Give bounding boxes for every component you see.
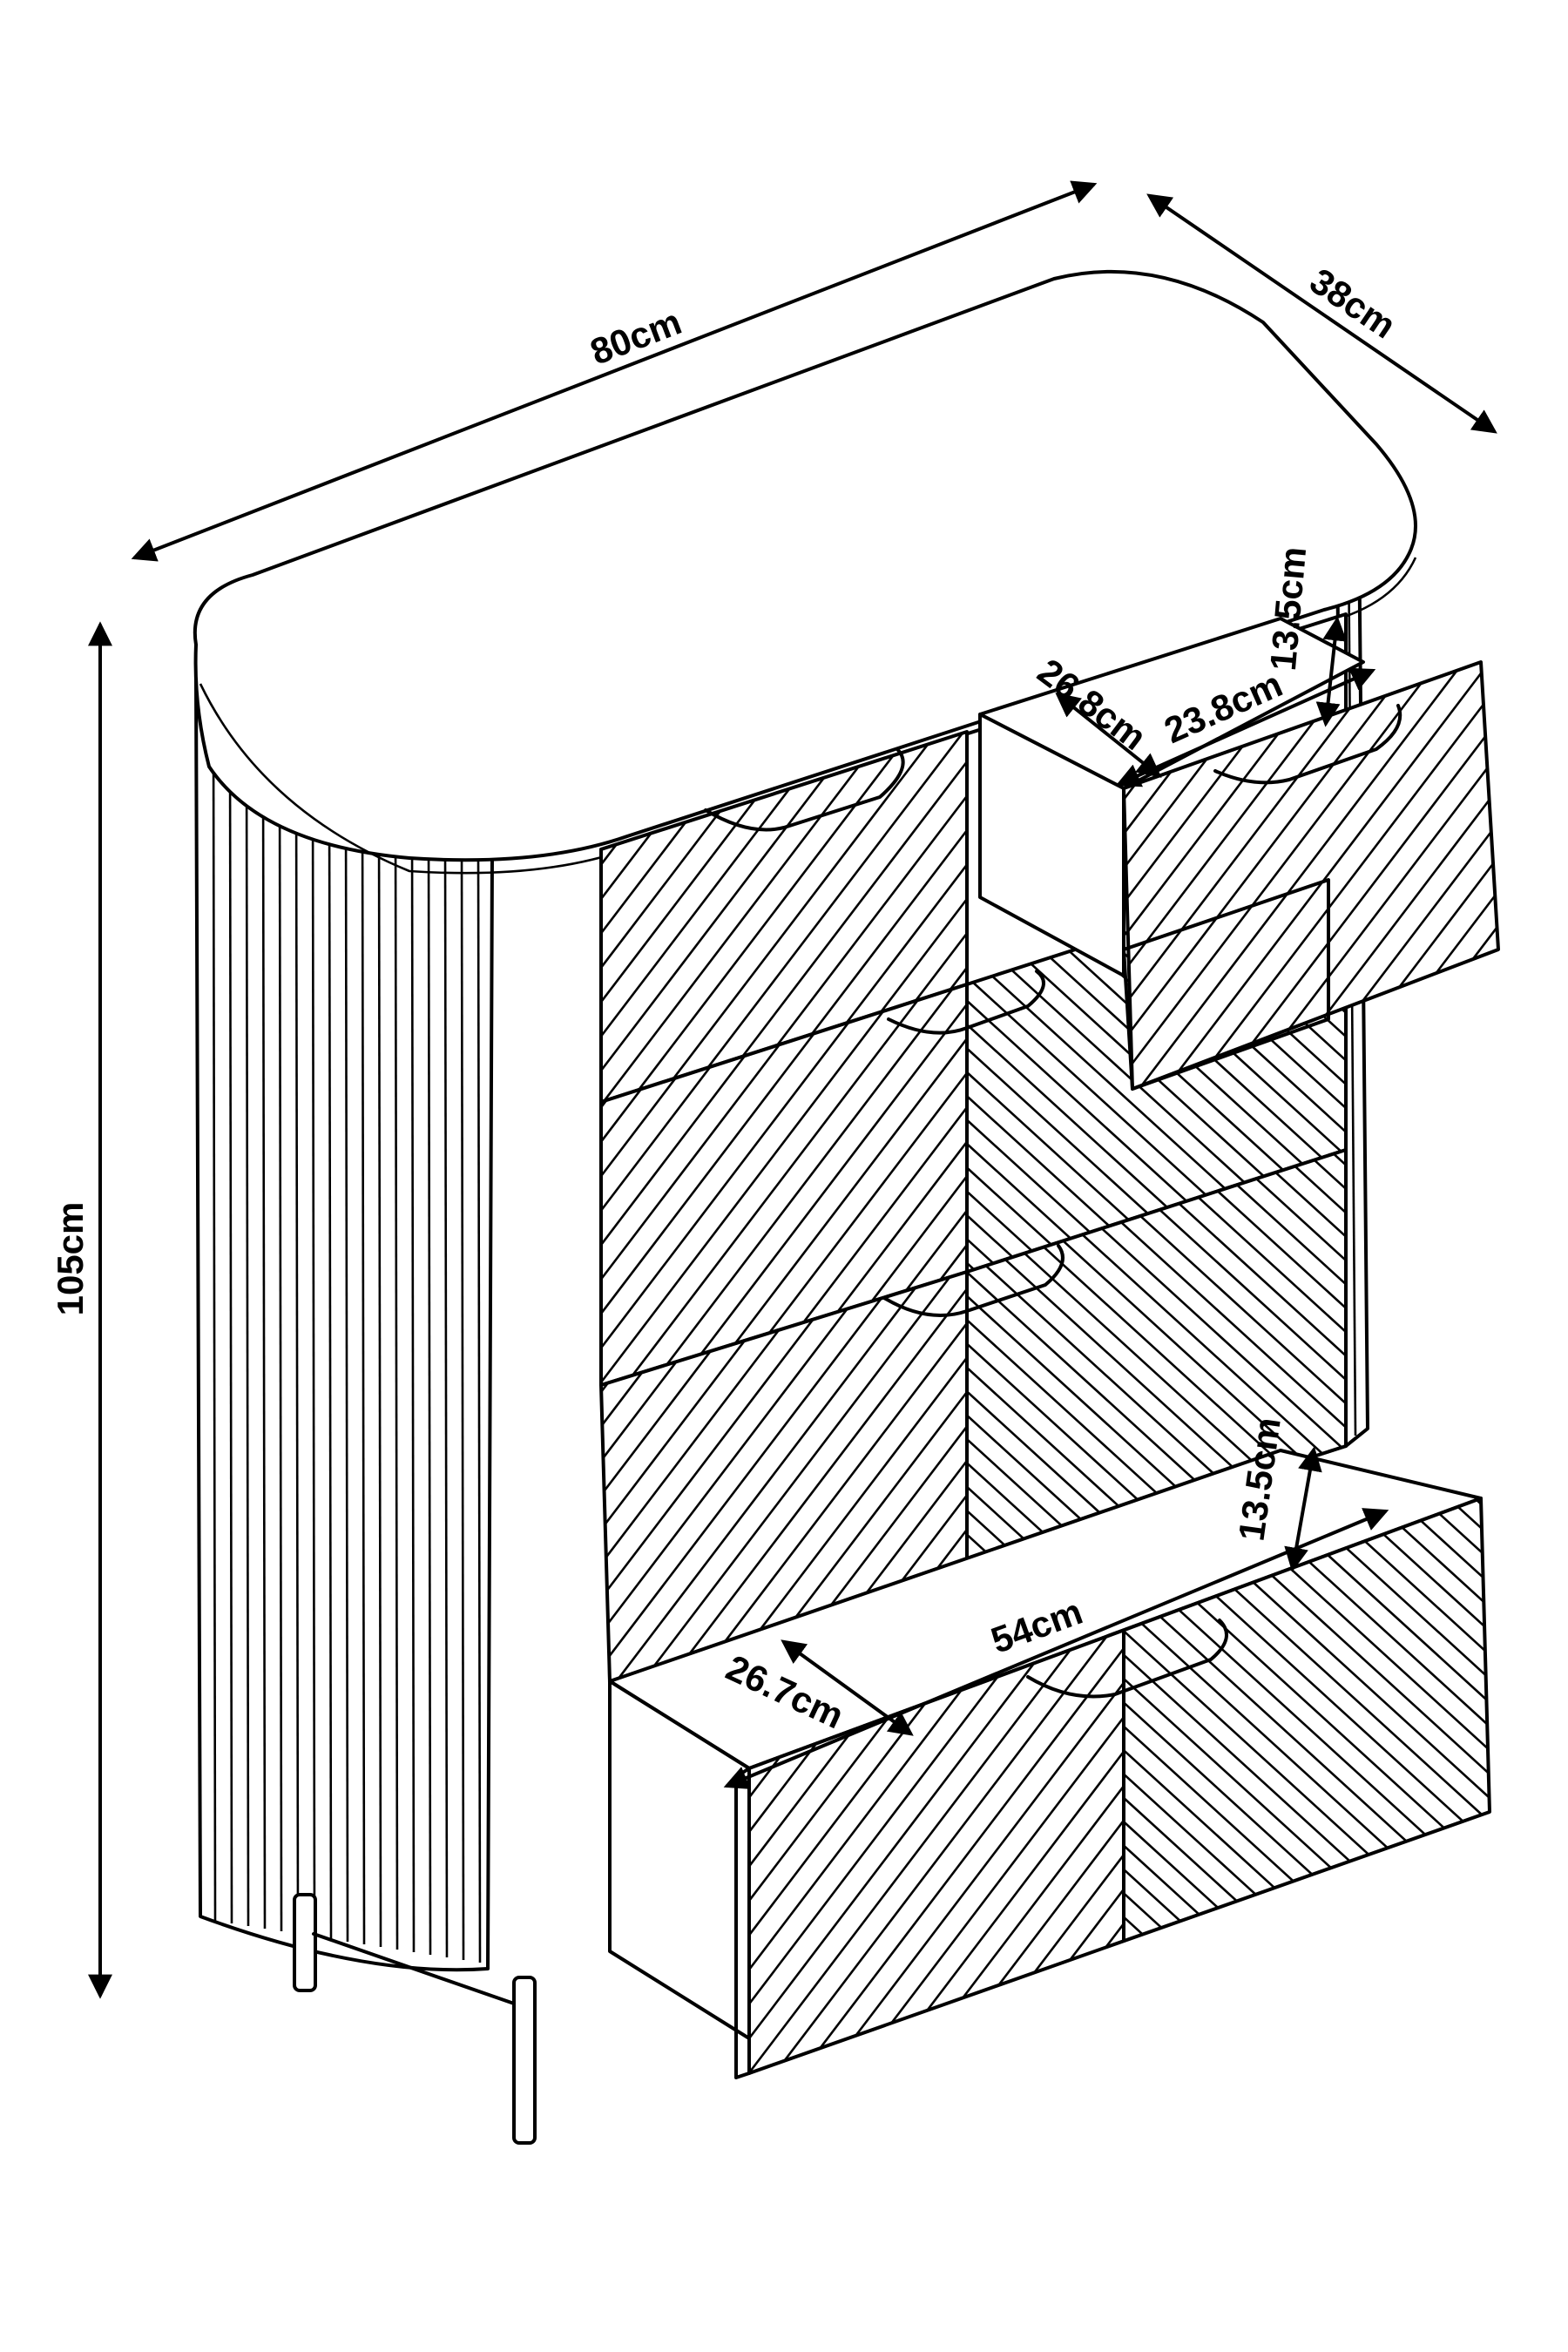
side-fluting xyxy=(212,722,482,1963)
flute-line xyxy=(394,808,399,1950)
flute-line xyxy=(228,730,233,1924)
flute-line xyxy=(245,738,250,1927)
flute-line xyxy=(361,793,366,1945)
flute-line xyxy=(328,777,333,1940)
leg-front-left xyxy=(293,1893,317,1992)
flute-line xyxy=(311,769,316,1937)
flute-line xyxy=(294,761,300,1935)
dimension-height-label: 105cm xyxy=(50,1202,91,1316)
flute-line xyxy=(427,824,432,1956)
flute-line xyxy=(476,848,482,1963)
cabinet-left-side xyxy=(194,678,494,1972)
drawer-handle[interactable] xyxy=(887,970,1045,1035)
drawer-handle[interactable] xyxy=(704,747,905,832)
flute-line xyxy=(443,832,449,1958)
flute-line xyxy=(261,746,267,1930)
flute-line xyxy=(344,785,349,1943)
drawer-handle[interactable] xyxy=(882,1244,1064,1317)
flute-line xyxy=(460,840,465,1961)
flute-line xyxy=(278,754,283,1932)
dimension-height: 105cm xyxy=(50,621,112,1999)
leg-front-right xyxy=(512,1976,537,2145)
flute-line xyxy=(410,816,416,1953)
flute-line xyxy=(377,801,382,1948)
cabinet-legs xyxy=(293,1893,537,2145)
flute-line xyxy=(212,722,217,1922)
